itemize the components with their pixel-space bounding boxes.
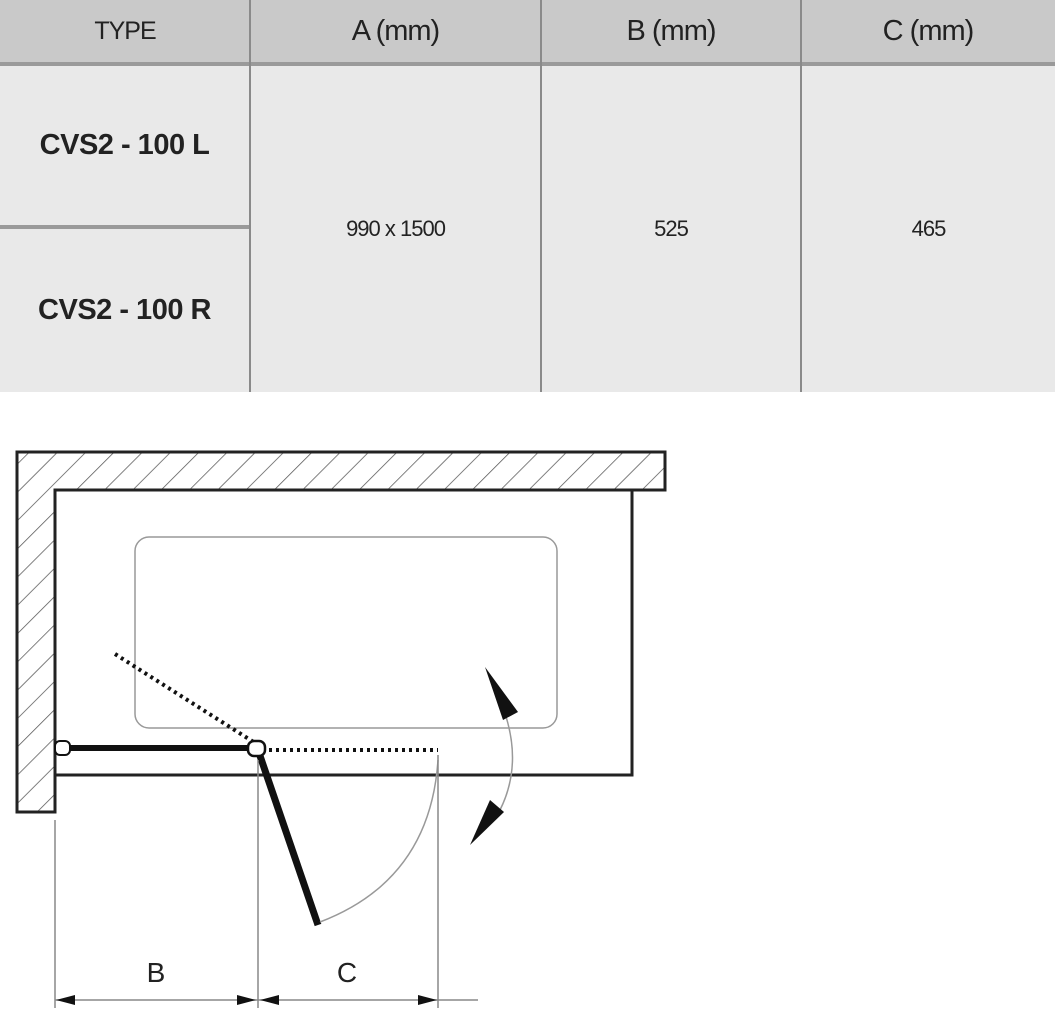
row-divider bbox=[0, 225, 249, 229]
dimension-label-c: C bbox=[337, 957, 357, 988]
wall-hatched bbox=[15, 450, 667, 814]
column-divider bbox=[540, 0, 542, 392]
header-a: A (mm) bbox=[250, 0, 541, 66]
column-divider bbox=[800, 0, 802, 392]
bathtub-outline bbox=[53, 488, 634, 777]
dimension-table: TYPE A (mm) B (mm) C (mm) CVS2 - 100 L C… bbox=[0, 0, 1055, 392]
dimension-arrows bbox=[56, 995, 437, 1005]
value-a: 990 x 1500 bbox=[346, 216, 446, 241]
wall-bracket bbox=[54, 740, 71, 756]
value-b: 525 bbox=[654, 216, 689, 241]
dimension-label-b: B bbox=[147, 957, 166, 988]
column-divider bbox=[249, 0, 251, 392]
type-right: CVS2 - 100 R bbox=[38, 294, 211, 326]
door-open-panel bbox=[254, 748, 322, 927]
door-inward-dotted bbox=[113, 652, 257, 745]
dimension-lines bbox=[54, 755, 478, 1008]
rotation-arrow-up-icon bbox=[485, 667, 518, 720]
hinge bbox=[246, 739, 267, 758]
type-left: CVS2 - 100 L bbox=[39, 129, 210, 161]
value-c: 465 bbox=[911, 216, 947, 241]
swing-arc bbox=[319, 759, 439, 923]
bathtub-inner bbox=[134, 536, 558, 729]
header-b: B (mm) bbox=[541, 0, 801, 66]
header-type: TYPE bbox=[0, 0, 250, 66]
rotation-arrow-down-icon bbox=[470, 800, 504, 845]
header-c: C (mm) bbox=[801, 0, 1055, 66]
